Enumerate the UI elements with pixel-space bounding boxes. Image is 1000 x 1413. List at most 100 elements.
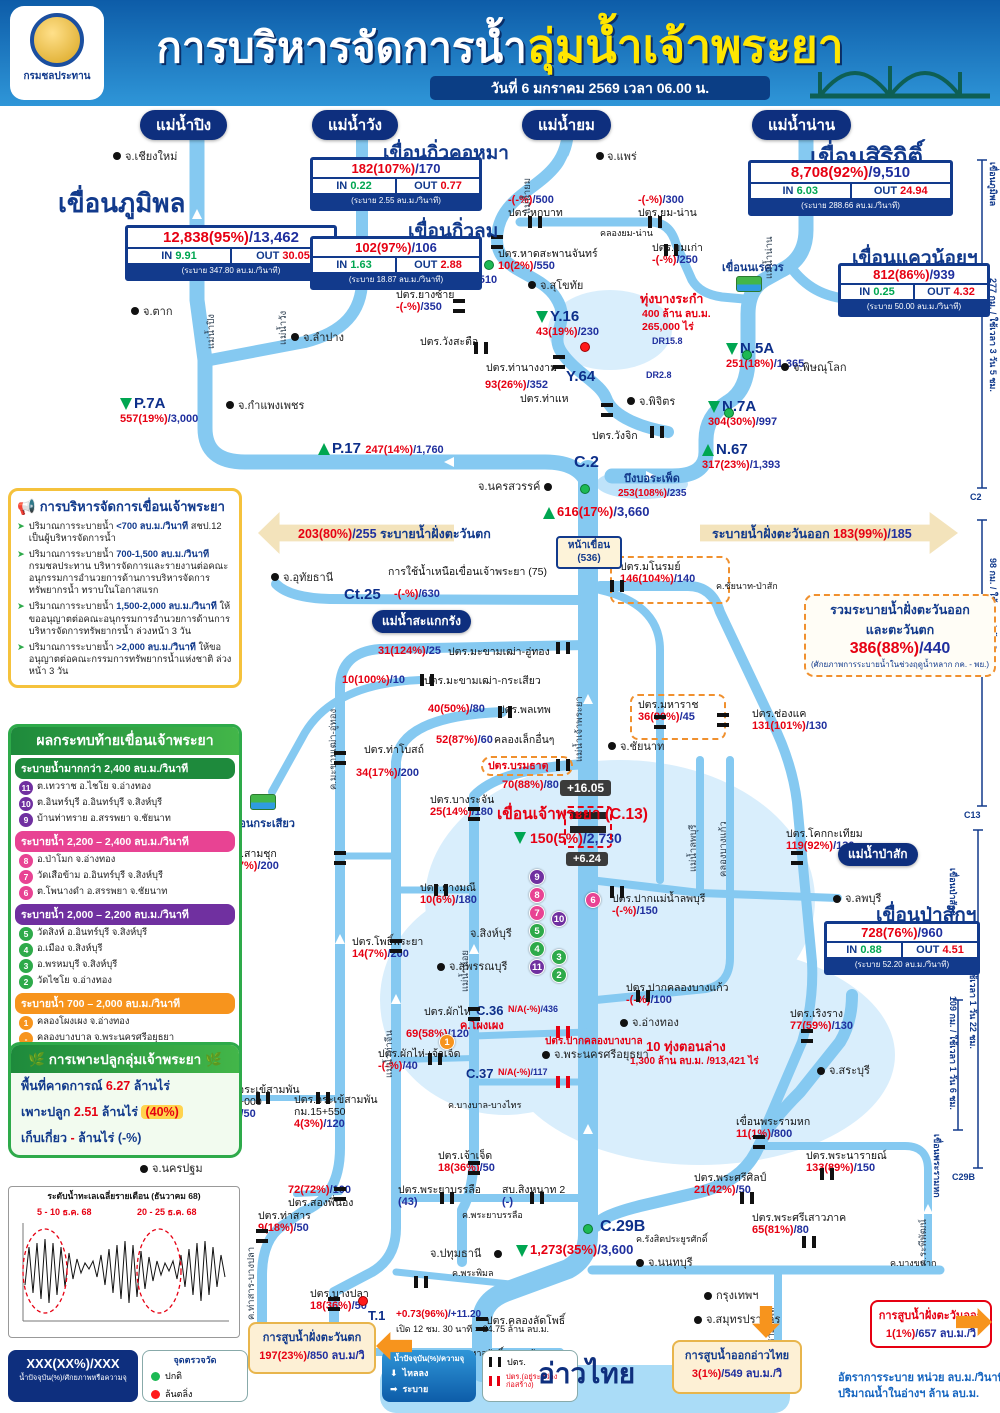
gate-thahae: ปตร.ท่าแห	[520, 393, 569, 405]
status-dot-overflow	[358, 1296, 368, 1306]
bueng-boraphet-label: บึงบอระเพ็ด	[624, 473, 680, 485]
river-label-yom: แม่น้ำยม	[522, 177, 533, 214]
canal-label-phraphimon: ค.พระพิมล	[452, 1268, 494, 1278]
status-dot-normal	[583, 1224, 593, 1234]
legend-flow-symbols: น้ำปัจจุบัน(%)/ความจุ ⬇ไหลลง ➡ระบาย	[382, 1350, 476, 1402]
city-dot	[620, 1019, 628, 1027]
gate-icon-chorakhe2	[316, 1092, 330, 1104]
unit-note-1: อัตราการระบาย หน่วย ลบ.ม./วินาที	[838, 1372, 1000, 1384]
station-y16: Y.16 43(19%)/230	[536, 308, 599, 339]
bangrakam-area: 265,000 ไร่	[642, 321, 694, 333]
gate-wangsatue: ปตร.วังสะตือ	[420, 336, 479, 348]
impact-marker-8: 8	[529, 887, 545, 903]
scale-c29b: C29B	[952, 1172, 976, 1182]
city-singburi: จ.สิงห์บุรี	[470, 928, 512, 940]
station-c29b: C.29B	[600, 1218, 646, 1235]
gate-maharat: ปตร.มหาราช 36(80%)/45	[638, 699, 699, 724]
impact-marker-10: 10	[551, 911, 567, 927]
scale-pasak-dam: เขื่อนป่าสักฯ	[948, 868, 958, 916]
lower-fields-volume: 1,300 ล้าน ลบ.ม. /913,421 ไร่	[630, 1056, 759, 1067]
gate-icon-bangban	[556, 1076, 570, 1088]
station-p17: P.17 247(14%)/1,760	[318, 440, 444, 458]
bangrakam-volume: 400 ล้าน ลบ.ม.	[642, 308, 711, 320]
city-sukhothai: จ.สุโขทัย	[540, 280, 584, 292]
page-title: การบริหารจัดการน้ำลุ่มน้ำเจ้าพระยา	[120, 10, 880, 83]
city-chainat: จ.ชัยนาท	[620, 741, 665, 753]
tide-annotation-1: 5 - 10 ธ.ค. 68	[37, 1207, 92, 1217]
naresuan-dam-icon	[736, 276, 762, 292]
city-dot	[494, 1250, 502, 1258]
gate-icon-khokkathiam	[791, 851, 803, 865]
gate-icon-thahae	[601, 403, 613, 417]
river-label-chaophraya: แม่น้ำเจ้าพระยา	[574, 696, 585, 762]
gate-icon-wangchik	[650, 426, 664, 438]
station-p7a: P.7A 557(19%)/3,000	[120, 395, 199, 426]
canal-label-yomnan: คลองยม-น่าน	[600, 228, 653, 238]
thabot-value: 52(87%)/60	[436, 734, 493, 746]
city-nonthaburi: จ.นนทบุรี	[648, 1257, 693, 1269]
gate-icon-roengrang	[801, 1029, 813, 1043]
status-dot-overflow	[580, 342, 590, 352]
city-dot	[608, 742, 616, 750]
mgmt-rule-4: ➤ปริมาณการระบายน้ำ >2,000 ลบ.ม./วินาที ใ…	[17, 641, 232, 676]
city-dot	[271, 573, 279, 581]
city-tak: จ.ตาก	[143, 306, 173, 318]
panel-tide-chart: ระดับน้ำทะเลเฉลี่ยรายเดือน (ธันวาคม 68) …	[8, 1186, 240, 1338]
gate-symbol-icon	[489, 1357, 501, 1367]
phonthep-value: 40(50%)/80	[428, 703, 485, 715]
station-c2-value: 616(17%)/3,660	[543, 504, 650, 519]
mgmt-rule-1: ➤ปริมาณการระบายน้ำ <700 ลบ.ม./วินาที สชป…	[17, 521, 222, 544]
crop-planted: เพาะปลูก 2.51 ล้านไร่ (40%)	[11, 1099, 239, 1125]
river-label-wang: แม่น้ำวัง	[278, 310, 289, 345]
city-nakhonsawan: จ.นครสวรรค์	[478, 481, 541, 493]
city-chiangmai: จ.เชียงใหม่	[125, 151, 178, 163]
gate-songphinong: ปตร.สองพี่น้อง 72(72%)/100	[288, 1184, 354, 1209]
gate-singhanat2: สบ.สิงหนาท 2 (-)	[502, 1184, 566, 1209]
status-dot-normal	[580, 484, 590, 494]
river-label-lopburi: แม่น้ำลพบุรี	[688, 824, 699, 872]
gate-icon-borommathat	[556, 759, 570, 771]
chao-phraya-dam-bars	[570, 812, 606, 833]
megaphone-icon: 📢	[17, 498, 36, 516]
gate-icon-singhanat	[530, 1192, 544, 1204]
dam-storage: 12,838(95%)/13,462	[163, 229, 299, 246]
gate-phopraya: ปตร.โพธิ์พระยา 14(7%)/200	[352, 936, 424, 961]
impact-section2-header: ระบายน้ำ 2,200 – 2,400 ลบ.ม./วินาที	[15, 831, 235, 852]
station-t1-value: +0.73(96%)/+11.20	[396, 1309, 482, 1320]
city-dot	[437, 963, 445, 971]
gate-icon-phakhai	[468, 1007, 480, 1021]
scale-c13: C13	[964, 810, 981, 820]
gate-icon-phongpheng	[556, 1026, 570, 1038]
inflow-arrow-icon: ⬇	[390, 1367, 398, 1378]
borommathat-dashed-box	[481, 756, 573, 776]
unit-note-2: ปริมาณน้ำในอ่างฯ ล้าน ลบ.ม.	[838, 1388, 980, 1400]
title-part2: ลุ่มน้ำเจ้าพระยา	[526, 20, 844, 72]
impact-marker-5: 5	[529, 923, 545, 939]
gate-under-construction-icon	[489, 1376, 500, 1387]
title-part1: การบริหารจัดการน้ำ	[156, 24, 527, 71]
gate-pak-lopburi: ปตร.ปากแม่น้ำลพบุรี -(-%)/150	[612, 893, 706, 918]
city-lampang: จ.ลำปาง	[303, 332, 344, 344]
city-phitsanulok: จ.พิษณุโลก	[793, 362, 847, 374]
city-dot	[627, 397, 635, 405]
gate-phranarai: ปตร.พระนารายณ์ 133(89%)/150	[806, 1150, 887, 1175]
city-angthong: จ.อ่างทอง	[632, 1017, 679, 1029]
badge-ping-river: แม่น้ำปิง	[140, 110, 228, 140]
status-dot-normal	[484, 260, 494, 270]
canal-label-bangban-bangsai: ค.บางบาล-บางไทร	[448, 1100, 522, 1110]
city-dot	[542, 1051, 550, 1059]
status-dot-normal	[742, 350, 752, 360]
impact-marker-6: 6	[585, 892, 601, 908]
emblem-icon	[30, 13, 84, 67]
dam-title-pasak: เขื่อนป่าสักฯ	[876, 905, 977, 926]
station-c37: C.37	[466, 1066, 494, 1081]
gate-mkt-krasiao: ปตร.มะขามเฒ่า-กระเสียว	[424, 675, 541, 687]
bangrakam-field-label: ทุ่งบางระกำ	[640, 292, 704, 306]
phongpheng-canal-label: ค.โผงเผง	[460, 1020, 504, 1032]
